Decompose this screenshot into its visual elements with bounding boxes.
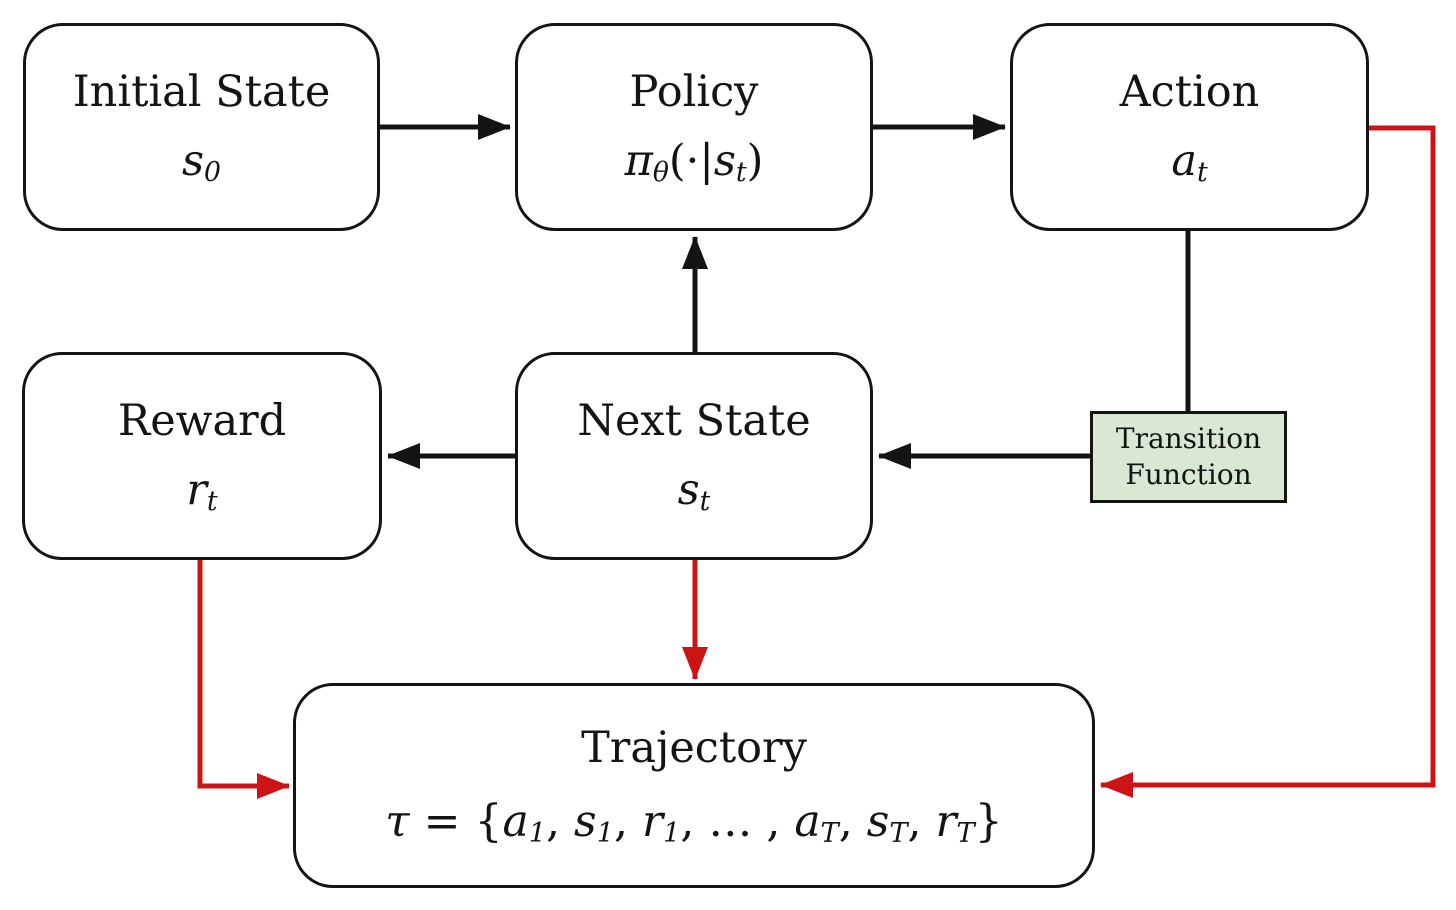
initial-state-formula: s0 <box>181 136 222 188</box>
action-formula: at <box>1171 136 1208 188</box>
trajectory-formula: τ = {a1, s1, r1, … , aT, sT, rT} <box>385 796 1003 849</box>
node-next-state: Next State st <box>515 352 873 560</box>
reward-title: Reward <box>117 396 287 446</box>
transition-function-label-line2: Function <box>1125 458 1252 491</box>
transition-function-label-line1: Transition <box>1115 421 1262 455</box>
arrow-reward-to-trajectory <box>197 559 290 799</box>
node-action: Action at <box>1010 23 1369 231</box>
node-policy: Policy πθ(·|st) <box>515 23 873 231</box>
next-state-title: Next State <box>577 396 811 446</box>
node-reward: Reward rt <box>22 352 382 560</box>
initial-state-title: Initial State <box>72 67 331 117</box>
arrow-action-to-trajectory <box>1100 125 1436 798</box>
node-trajectory: Trajectory τ = {a1, s1, r1, … , aT, sT, … <box>293 683 1095 888</box>
policy-formula: πθ(·|st) <box>624 136 764 188</box>
node-transition-function: Transition Function <box>1090 411 1287 503</box>
action-title: Action <box>1119 67 1260 117</box>
trajectory-title: Trajectory <box>581 723 807 773</box>
next-state-formula: st <box>677 465 711 517</box>
node-initial-state: Initial State s0 <box>23 23 380 231</box>
reward-formula: rt <box>186 465 218 517</box>
policy-title: Policy <box>629 67 759 117</box>
